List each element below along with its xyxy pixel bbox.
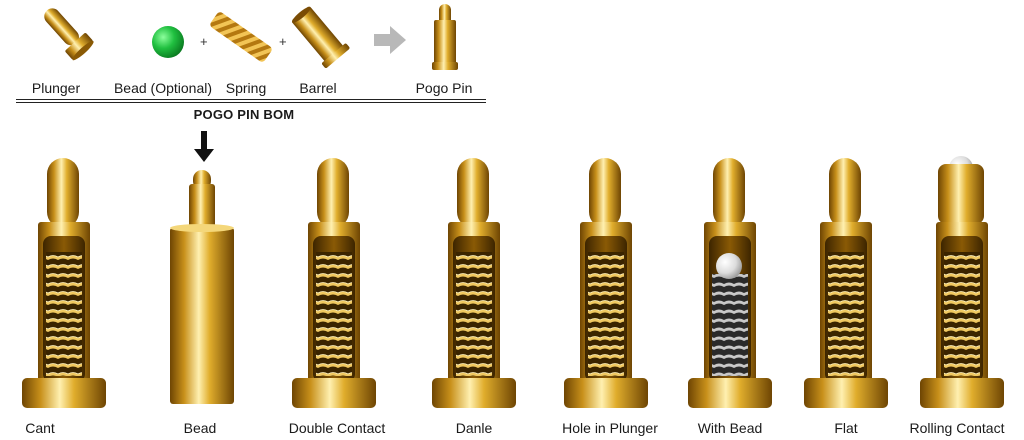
bom-label-pogo-pin: Pogo Pin — [415, 80, 473, 96]
pin-label-cant: Cant — [25, 420, 55, 436]
pin-label-double-contact: Double Contact — [288, 420, 386, 436]
pin-label-bead: Bead — [183, 420, 217, 436]
pin-flat-image — [804, 158, 888, 408]
arrow-right-icon — [372, 24, 408, 56]
pin-rolling-contact-image — [920, 156, 1004, 408]
pin-label-danle: Danle — [455, 420, 493, 436]
bom-label-barrel: Barrel — [299, 80, 337, 96]
bom-bead-image — [148, 22, 188, 62]
pin-double-contact-image — [292, 158, 376, 408]
bom-label-spring: Spring — [225, 80, 267, 96]
pin-with-bead-image — [688, 158, 772, 408]
pin-label-flat: Flat — [834, 420, 858, 436]
bom-title: POGO PIN BOM — [193, 107, 295, 122]
pin-hole-in-plunger-image — [564, 158, 648, 408]
bom-label-bead: Bead (Optional) — [113, 80, 213, 96]
bom-spring-image — [208, 8, 274, 66]
plus-sign: + — [200, 34, 208, 49]
arrow-down-icon — [194, 131, 214, 162]
pin-label-hole-in-plunger: Hole in Plunger — [562, 420, 658, 436]
plus-sign: + — [279, 34, 287, 49]
bom-underline — [16, 102, 486, 103]
pin-cant-image — [22, 158, 106, 408]
pin-label-with-bead: With Bead — [697, 420, 763, 436]
bom-label-plunger: Plunger — [31, 80, 81, 96]
bom-pogo-pin-image — [428, 0, 462, 74]
bom-plunger-image — [34, 0, 104, 70]
pin-bead-image — [170, 170, 234, 404]
pin-danle-image — [432, 158, 516, 408]
bom-barrel-image — [284, 2, 356, 72]
pin-label-rolling-contact: Rolling Contact — [909, 420, 1005, 436]
bom-underline — [16, 99, 486, 100]
